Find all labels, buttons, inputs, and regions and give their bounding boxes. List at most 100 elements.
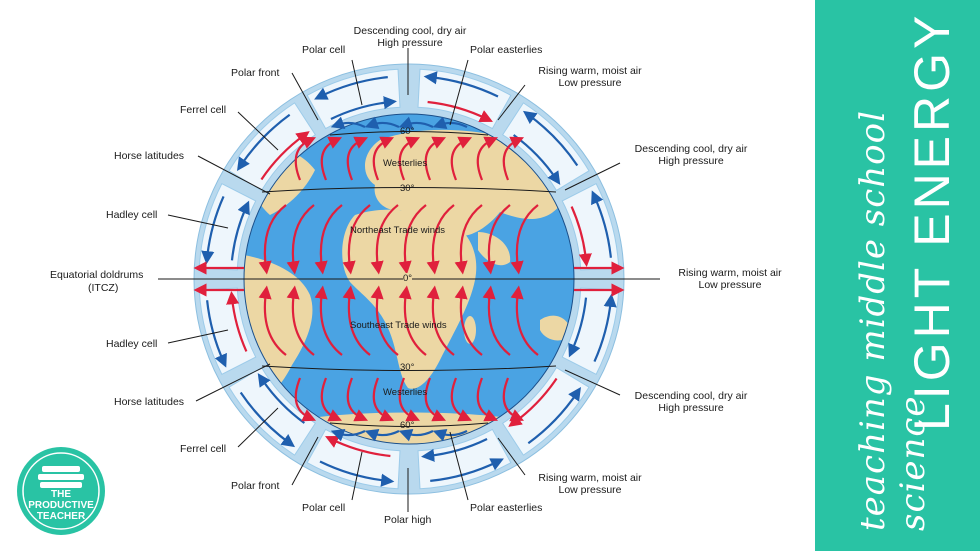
- polar-cell-south-label: Polar cell: [302, 502, 346, 514]
- wind-arrow: [398, 377, 421, 422]
- descending-south30-line1: Descending cool, dry air: [634, 390, 748, 402]
- wind-arrow: [342, 204, 371, 275]
- lat-30s-label: 30°: [400, 362, 415, 373]
- polar-front-south-label: Polar front: [231, 480, 280, 492]
- wind-arrow: [482, 204, 511, 275]
- circulation-cell: [228, 366, 317, 456]
- descending-north30-label: Descending cool, dry air High pressure: [616, 143, 766, 167]
- descending-top-line1: Descending cool, dry air: [353, 25, 467, 37]
- wind-arrow: [450, 136, 473, 181]
- polar-easterlies-north-label: Polar easterlies: [470, 44, 543, 56]
- wind-arrows: [193, 116, 625, 442]
- northeast-trades-label: Northeast Trade winds: [350, 225, 446, 236]
- ferrel-cell-north-label: Ferrel cell: [180, 104, 227, 116]
- wind-arrow: [370, 204, 399, 275]
- cell-flow-arrow: [570, 206, 592, 267]
- wind-arrow: [346, 377, 369, 422]
- wind-arrow: [286, 285, 315, 356]
- wind-arrow: [330, 429, 366, 442]
- cell-flow-arrow: [226, 291, 248, 352]
- wind-arrow: [320, 136, 343, 181]
- logo-line3: TEACHER: [36, 511, 86, 522]
- wind-arrow: [426, 285, 455, 356]
- wind-arrow: [364, 116, 400, 129]
- wind-arrow: [482, 285, 511, 356]
- descending-north30-line1: Descending cool, dry air: [634, 143, 748, 155]
- cell-flow-arrow: [522, 110, 579, 167]
- wind-arrow: [454, 204, 483, 275]
- wind-arrow: [510, 204, 539, 275]
- descending-south30-label: Descending cool, dry air High pressure: [616, 390, 766, 414]
- descending-top-line2: High pressure: [377, 37, 443, 49]
- hadley-cell-south-label: Hadley cell: [106, 338, 158, 350]
- circulation-cells: [198, 68, 620, 490]
- cell-flow-arrow: [314, 76, 388, 100]
- wind-arrow: [294, 377, 317, 422]
- wind-arrow: [372, 136, 395, 181]
- horse-latitudes-north-label: Horse latitudes: [114, 150, 185, 162]
- wind-arrow: [476, 136, 499, 181]
- circulation-cell: [501, 102, 590, 192]
- wind-arrow: [398, 136, 421, 181]
- wind-arrow: [364, 429, 400, 442]
- cell-flow-arrow: [527, 387, 581, 445]
- logo-line2: PRODUCTIVE: [28, 500, 94, 511]
- circulation-cell: [306, 68, 401, 130]
- wind-arrow: [258, 204, 287, 275]
- ferrel-cell-south-label: Ferrel cell: [180, 443, 227, 455]
- wind-arrow: [342, 285, 371, 356]
- wind-arrow: [432, 116, 468, 129]
- wind-arrow: [502, 377, 525, 422]
- wind-arrow: [346, 136, 369, 181]
- wind-arrow: [294, 136, 317, 181]
- wind-arrow: [372, 377, 395, 422]
- polar-easterlies-south-label: Polar easterlies: [470, 502, 543, 514]
- cell-flow-arrow: [427, 100, 493, 123]
- rising-north60-line2: Low pressure: [558, 77, 622, 89]
- cell-flow-arrow: [319, 460, 395, 487]
- wind-arrow: [432, 429, 468, 442]
- cell-flow-arrow: [201, 195, 225, 265]
- leader-lines: [167, 48, 621, 512]
- productive-teacher-logo: [17, 447, 105, 535]
- logo-text: THE PRODUCTIVE TEACHER: [16, 489, 106, 522]
- descending-top-label: Descending cool, dry air High pressure: [340, 25, 480, 49]
- westerlies-north-label: Westerlies: [383, 158, 428, 169]
- rising-equator-line1: Rising warm, moist air: [678, 267, 782, 279]
- polar-high-label: Polar high: [384, 514, 432, 526]
- cell-flow-arrow: [206, 300, 227, 368]
- horse-latitudes-south-label: Horse latitudes: [114, 396, 185, 408]
- circulation-cell: [228, 102, 317, 192]
- rising-north60-label: Rising warm, moist air Low pressure: [520, 65, 660, 89]
- westerlies-south-label: Westerlies: [383, 387, 428, 398]
- rising-north60-line1: Rising warm, moist air: [538, 65, 642, 77]
- descending-north30-line2: High pressure: [658, 155, 724, 167]
- wind-arrow: [450, 377, 473, 422]
- wind-arrow: [370, 285, 399, 356]
- land-eurasia: [364, 129, 566, 236]
- lat-30n-label: 30°: [400, 183, 415, 194]
- polar-cell-north-label: Polar cell: [302, 44, 346, 56]
- global-circulation-diagram: [158, 48, 660, 512]
- rising-equator-label: Rising warm, moist air Low pressure: [660, 267, 800, 291]
- cell-flow-arrow: [421, 437, 488, 462]
- wind-arrow: [510, 285, 539, 356]
- wind-arrow: [398, 429, 434, 442]
- wind-arrow: [502, 136, 525, 181]
- rising-south60-line2: Low pressure: [558, 484, 622, 496]
- cell-flow-arrow: [239, 391, 296, 448]
- wind-arrow: [320, 377, 343, 422]
- equatorial-doldrums-label: Equatorial doldrums: [50, 269, 144, 281]
- wind-arrow: [258, 285, 287, 356]
- itcz-label: (ITCZ): [88, 282, 119, 294]
- wind-arrow: [330, 116, 366, 129]
- cell-flow-arrow: [568, 297, 588, 358]
- circulation-cell: [501, 366, 590, 456]
- circulation-cell: [417, 428, 512, 490]
- banner-title: LIGHT ENERGY: [904, 11, 960, 431]
- cell-flow-arrow: [593, 293, 617, 363]
- banner-rotated-text: teaching middle school science LIGHT ENE…: [815, 0, 980, 551]
- wind-arrow: [286, 204, 315, 275]
- lat-60n-label: 60°: [400, 126, 415, 137]
